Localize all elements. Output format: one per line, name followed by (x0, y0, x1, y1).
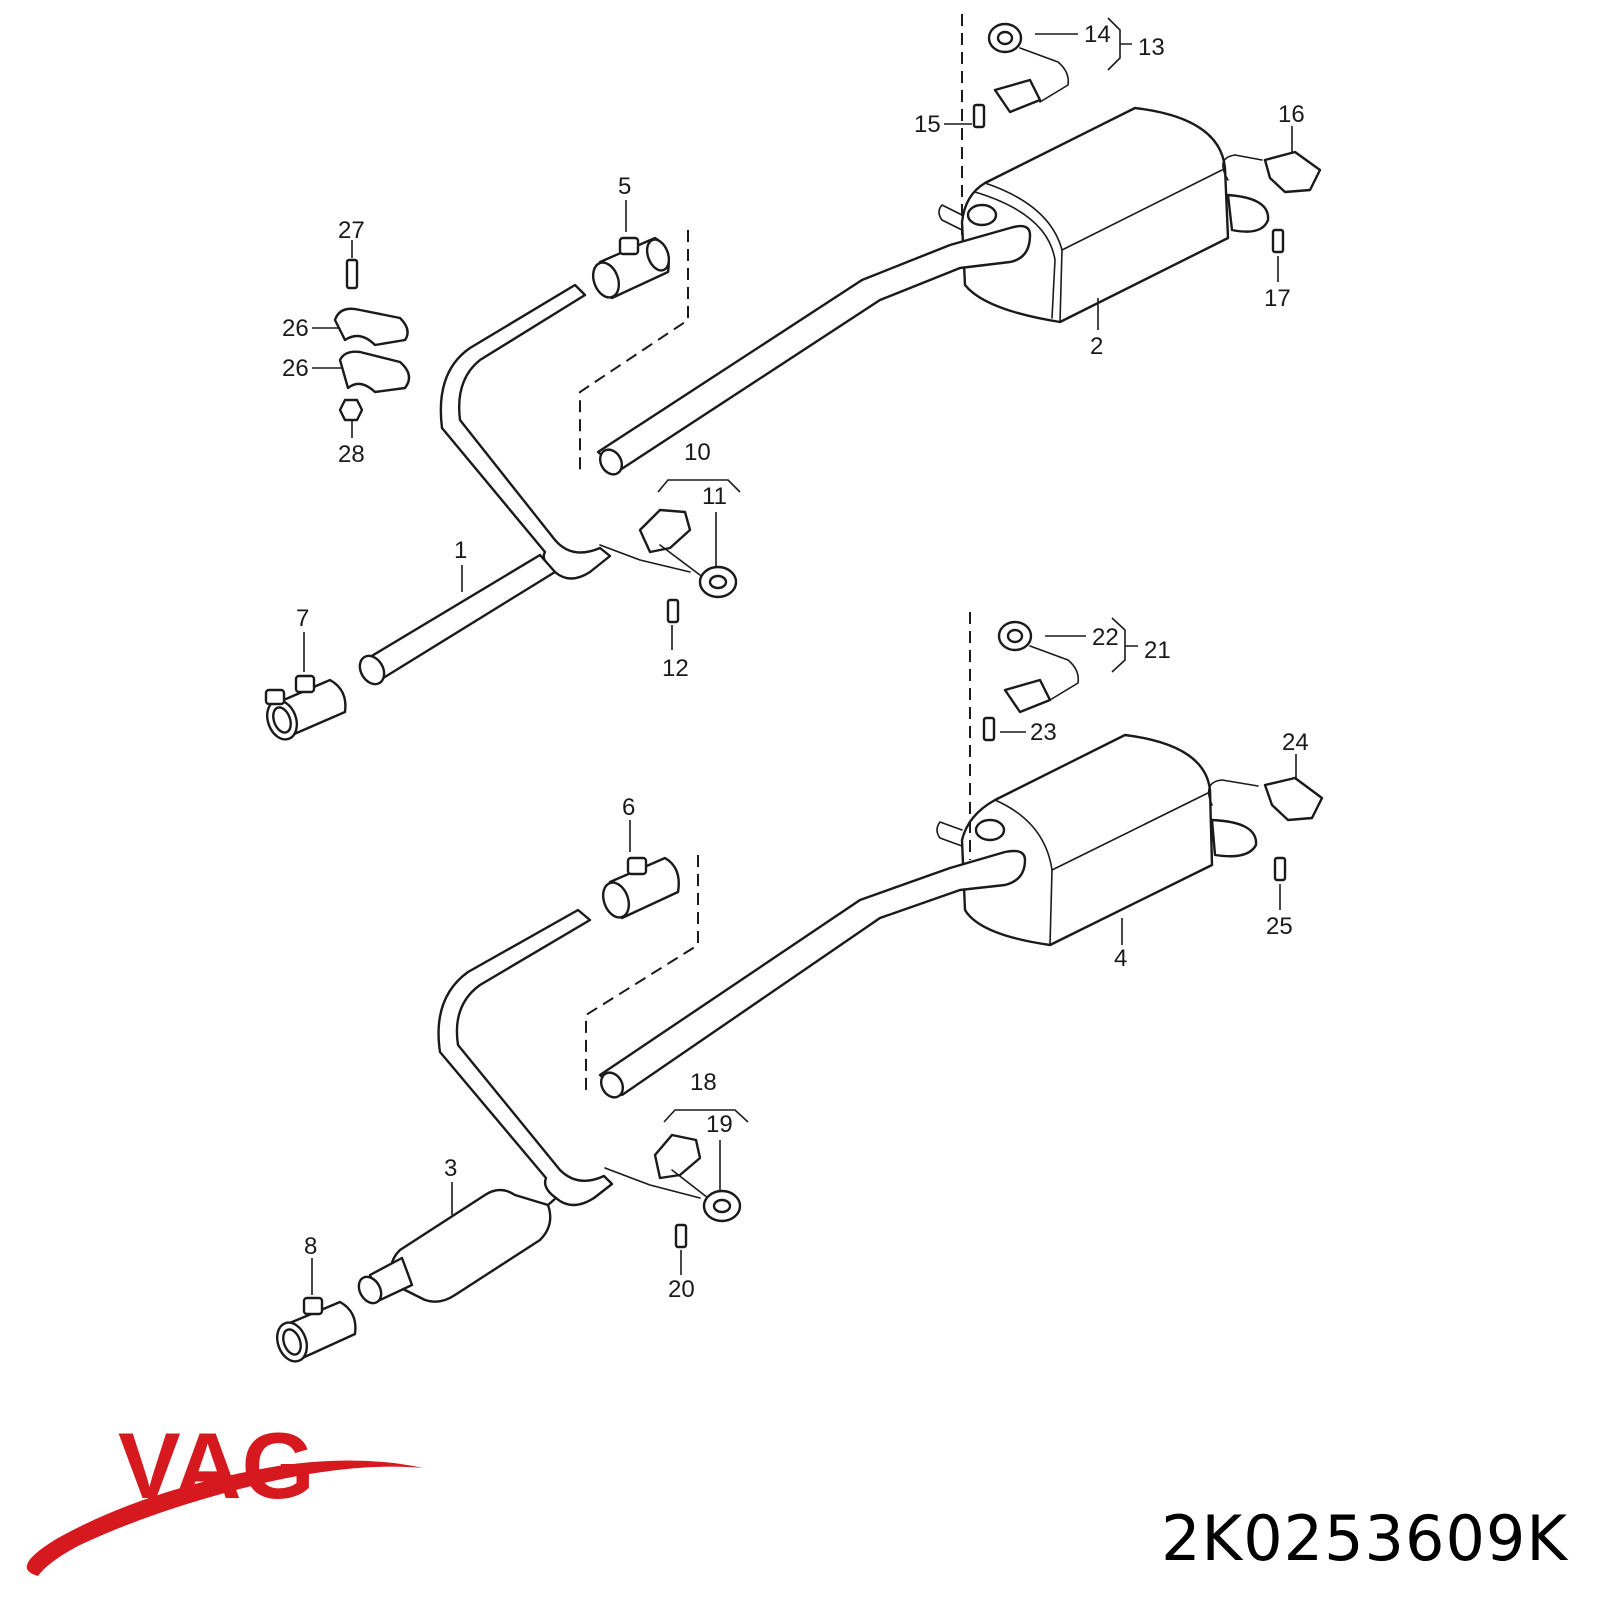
clamp-8 (275, 1296, 357, 1363)
callout-5: 5 (618, 173, 631, 200)
callout-19: 19 (706, 1111, 733, 1138)
rear-muffler-2 (960, 106, 1270, 324)
callout-16: 16 (1278, 101, 1305, 128)
callout-7: 7 (296, 605, 309, 632)
rear-muffler-4 (960, 733, 1258, 947)
callout-13: 13 (1138, 34, 1165, 61)
callout-23: 23 (1030, 719, 1057, 746)
callout-11: 11 (702, 483, 727, 510)
callout-3: 3 (444, 1155, 457, 1182)
lower-exhaust-assembly (275, 612, 1324, 1363)
callout-6: 6 (622, 794, 635, 821)
callout-28: 28 (338, 441, 365, 468)
clamp-7 (264, 674, 347, 741)
upper-exhaust-assembly (264, 14, 1322, 741)
callout-4: 4 (1114, 945, 1127, 972)
callout-18: 18 (690, 1069, 717, 1096)
hanger-18-19 (604, 1133, 742, 1249)
callout-15: 15 (914, 111, 941, 138)
callout-12: 12 (662, 655, 689, 682)
callout-26-upper: 26 (282, 315, 309, 342)
hanger-13-14-15 (972, 22, 1070, 129)
vag-logo: VAG (26, 1418, 423, 1576)
callouts: 1 2 3 4 5 6 7 8 10 11 12 13 14 15 16 17 (282, 17, 1309, 1303)
callout-24: 24 (1282, 729, 1309, 756)
hanger-21-22-23 (982, 620, 1080, 742)
intermediate-pipe-1 (358, 224, 1032, 686)
part-number: 2K0253609K (1161, 1502, 1568, 1575)
intermediate-pipe-lower (437, 849, 1027, 1207)
clamp-halves-26 (333, 258, 411, 422)
bracket-16-17 (1222, 150, 1322, 254)
callout-14: 14 (1084, 21, 1111, 48)
callout-25: 25 (1266, 913, 1293, 940)
hanger-10-11 (599, 508, 738, 624)
logo-text: VAG (118, 1418, 315, 1518)
callout-21: 21 (1144, 637, 1171, 664)
clamp-6 (601, 856, 680, 920)
callout-26-lower: 26 (282, 355, 309, 382)
callout-20: 20 (668, 1276, 695, 1303)
callout-2: 2 (1090, 333, 1103, 360)
callout-22: 22 (1092, 624, 1119, 651)
callout-10: 10 (684, 439, 711, 466)
logo-swoosh (26, 1460, 423, 1576)
callout-8: 8 (304, 1233, 317, 1260)
callout-1: 1 (454, 537, 467, 564)
bracket-24-25 (1207, 776, 1324, 882)
callout-17: 17 (1264, 285, 1291, 312)
clamp-5 (591, 236, 671, 300)
callout-27: 27 (338, 217, 365, 244)
front-muffler-3 (357, 1188, 558, 1305)
